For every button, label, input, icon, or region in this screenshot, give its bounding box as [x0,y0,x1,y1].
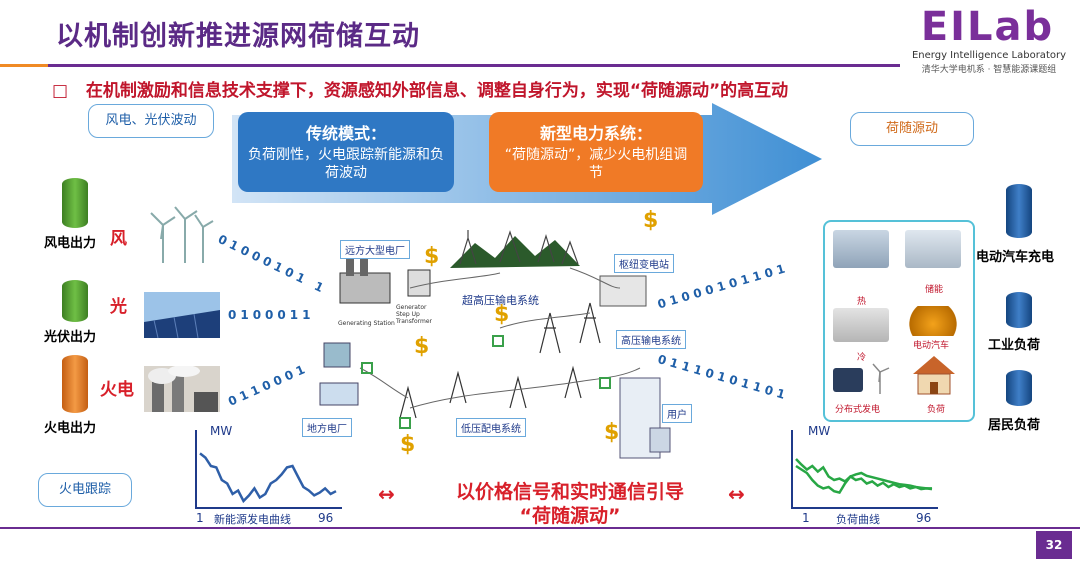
bubble-wind-solar-fluctuation: 风电、光伏波动 [88,104,214,138]
chart-series-line-0 [795,458,933,491]
residential-load-cylinder [1006,370,1032,406]
price-signal-icon: $ [604,420,620,445]
storage-resource-image [905,230,961,268]
new-power-system-body: “荷随源动”，减少火电机组调节 [504,147,688,181]
house-icon [913,356,955,395]
load-curve-chart [791,430,938,509]
new-power-system-title: 新型电力系统： [539,124,652,143]
headline-bullet: □ [52,81,69,101]
thermal-tag: 火电 [100,380,134,400]
traditional-mode-title: 传统模式： [305,124,386,143]
header-accent-bar [0,64,48,67]
industrial-load-label: 工业负荷 [988,338,1041,353]
price-signal-icon: $ [400,432,416,457]
left-double-arrow-icon: ↔ [378,482,395,506]
chart-right-ylabel: MW [808,424,831,438]
wind-tag: 风 [110,229,127,249]
chart-series-line-1 [795,464,932,495]
chart-right-xlabel: 负荷曲线 [836,513,880,526]
solar-output-label: 光伏出力 [44,330,97,345]
cold-resource-label: 冷 [857,353,867,363]
chart-left-x-start: 1 [196,511,204,525]
guidance-caption: 以价格信号和实时通信引导 “荷随源动” [420,480,720,528]
traditional-mode-panel: 传统模式： 负荷刚性，火电跟踪新能源和负荷波动 [238,112,454,192]
price-signal-icon: $ [643,208,659,233]
ev-resource-label: 电动汽车 [913,341,950,351]
bubble-thermal-tracking: 火电跟踪 [38,473,132,507]
label-step-up: Generator Step Up Transformer [396,304,433,325]
solar-panel-image [144,292,220,338]
flexible-resources-box: 热 储能 冷 电动汽车 分布式发电 负荷 [823,220,975,422]
chart-left-x-end: 96 [318,511,334,525]
ev-charging-cylinder [1006,184,1032,238]
traditional-mode-body: 负荷刚性，火电跟踪新能源和负荷波动 [248,147,444,181]
price-signal-icon: $ [414,334,430,359]
bubble-wind-solar-text: 风电、光伏波动 [105,113,197,128]
solar-output-cylinder [62,280,88,322]
chart-series-line-0 [199,452,337,504]
cold-resource-image [833,308,889,342]
chart-right-x-start: 1 [802,511,810,525]
logo-subtitle-zh: 清华大学电机系 · 智慧能源课题组 [921,65,1057,75]
power-grid-diagram [319,230,671,459]
industrial-load-cylinder [1006,292,1032,328]
headline: □ 在机制激励和信息技术支撑下，资源感知外部信息、调整自身行为，实现“荷随源动”… [52,76,788,101]
bubble-load-follows-source-text: 荷随源动 [885,121,938,136]
storage-resource-label: 储能 [925,285,944,295]
label-remote-plant: 远方大型电厂 [340,240,410,259]
bubble-load-follows-source: 荷随源动 [850,112,974,146]
right-double-arrow-icon: ↔ [728,482,745,506]
new-power-system-panel: 新型电力系统： “荷随源动”，减少火电机组调节 [489,112,703,192]
page-title: 以机制创新推进源网荷储互动 [56,21,420,52]
logo: EILab [920,4,1055,50]
binary-solar: 0100011 [228,308,315,322]
solar-tag: 光 [110,297,127,317]
label-hv: 高压输电系统 [616,330,686,349]
guidance-caption-line2: “荷随源动” [519,505,621,527]
distributed-generation-image [833,368,863,392]
chart-right-x-end: 96 [916,511,932,525]
headline-text: 在机制激励和信息技术支撑下，资源感知外部信息、调整自身行为，实现“荷随源动”的高… [85,81,789,101]
guidance-caption-line1: 以价格信号和实时通信引导 [455,481,684,503]
label-user: 用户 [662,404,692,423]
price-signal-icon: $ [494,302,510,327]
label-local-plant: 地方电厂 [302,418,352,437]
heat-resource-label: 热 [857,297,867,307]
footer-divider [0,527,1080,529]
wind-turbine-icon [150,206,214,263]
logo-subtitle-en: Energy Intelligence Laboratory [911,50,1067,61]
page-number: 32 [1036,531,1072,559]
heat-resource-image [833,230,889,268]
wind-output-label: 风电出力 [44,236,97,251]
thermal-output-label: 火电出力 [44,421,97,436]
ev-resource-image [905,306,961,336]
chart-left-ylabel: MW [210,424,233,438]
chart-axis [195,430,342,509]
label-uhv: 超高压输电系统 [462,294,539,307]
wind-output-cylinder [62,178,88,228]
chart-axis [791,430,938,509]
label-generating-station: Generating Station [338,320,395,327]
renewable-generation-chart [195,430,342,509]
bubble-thermal-text: 火电跟踪 [58,482,111,497]
chart-left-xlabel: 新能源发电曲线 [214,513,291,526]
label-hub-substation: 枢纽变电站 [614,254,674,273]
header-divider [48,64,900,67]
distributed-generation-label: 分布式发电 [835,405,881,415]
price-signal-icon: $ [424,244,440,269]
label-lv: 低压配电系统 [456,418,526,437]
wind-turbine-icon [872,363,890,394]
residential-load-label: 居民负荷 [988,418,1041,433]
binary-thermal: 0110001 [226,360,311,409]
thermal-plant-image [144,366,220,412]
ev-charging-label: 电动汽车充电 [976,250,1055,265]
load-resource-label: 负荷 [927,405,946,415]
thermal-output-cylinder [62,355,88,413]
